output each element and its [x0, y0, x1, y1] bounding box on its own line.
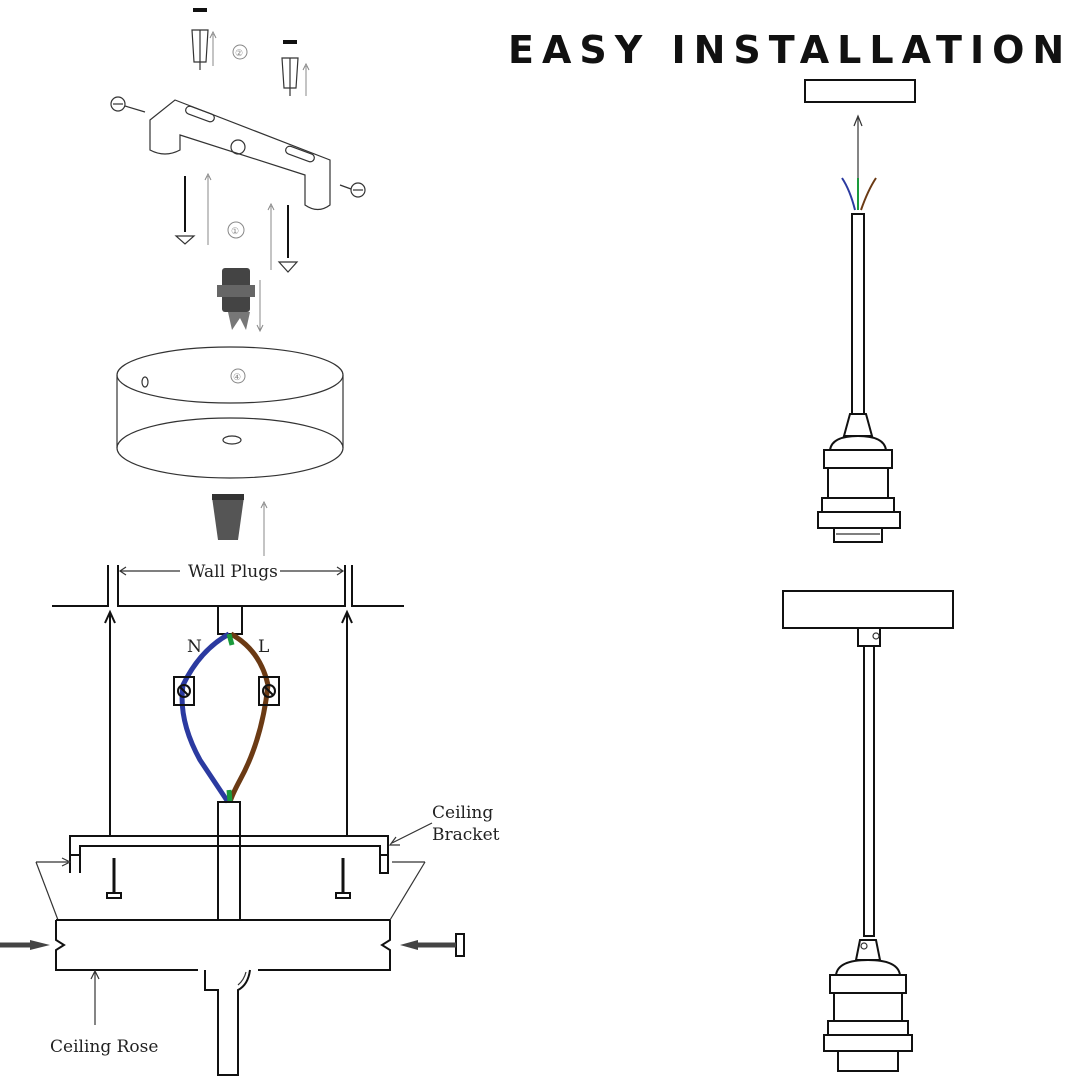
wall-plug-icon [281, 40, 310, 96]
screw-icon [0, 940, 50, 950]
ceiling-bracket [69, 835, 389, 874]
step-1-label: ① [231, 227, 239, 237]
pendant-assembled [782, 590, 954, 1072]
neutral-label: N [187, 637, 202, 657]
step-4-label: ④ [233, 373, 241, 383]
live-wire [227, 631, 271, 803]
terminal-block-icon [173, 676, 195, 706]
live-label: L [258, 637, 269, 657]
screw-icon [106, 858, 122, 899]
earth-wire [226, 789, 233, 803]
step-marker [227, 221, 245, 239]
screw-icon [267, 202, 299, 273]
pendant-top [804, 79, 916, 543]
wiring-diagram: Wall Plugs N L [0, 562, 500, 1076]
terminal-block-icon [258, 676, 280, 706]
wall-plug-icon [191, 8, 217, 70]
screw-icon [110, 96, 146, 113]
ceiling-bracket-part [149, 99, 331, 211]
screw-icon [335, 858, 351, 899]
lamp-holder-icon [823, 939, 913, 1072]
exploded-parts: ② [110, 8, 366, 556]
ceiling-rose-canopy [116, 346, 344, 479]
lamp-holder-icon [817, 413, 901, 543]
screw-icon [174, 172, 212, 245]
page-title: EASY INSTALLATION [508, 28, 1073, 72]
step-2-label: ② [235, 49, 243, 59]
cord-grip-part [217, 268, 264, 333]
ceiling-rose [55, 919, 391, 1076]
wall-plugs-label: Wall Plugs [188, 562, 278, 582]
ceiling-bracket-label-line1: Ceiling [432, 803, 493, 823]
cord-grip-bottom [212, 494, 268, 556]
ceiling-bracket-label-line2: Bracket [432, 825, 500, 845]
screw-icon [339, 182, 366, 198]
step-marker [232, 44, 248, 60]
screw-icon [400, 933, 465, 957]
neutral-wire [179, 631, 231, 804]
ceiling-rose-label: Ceiling Rose [50, 1037, 158, 1057]
